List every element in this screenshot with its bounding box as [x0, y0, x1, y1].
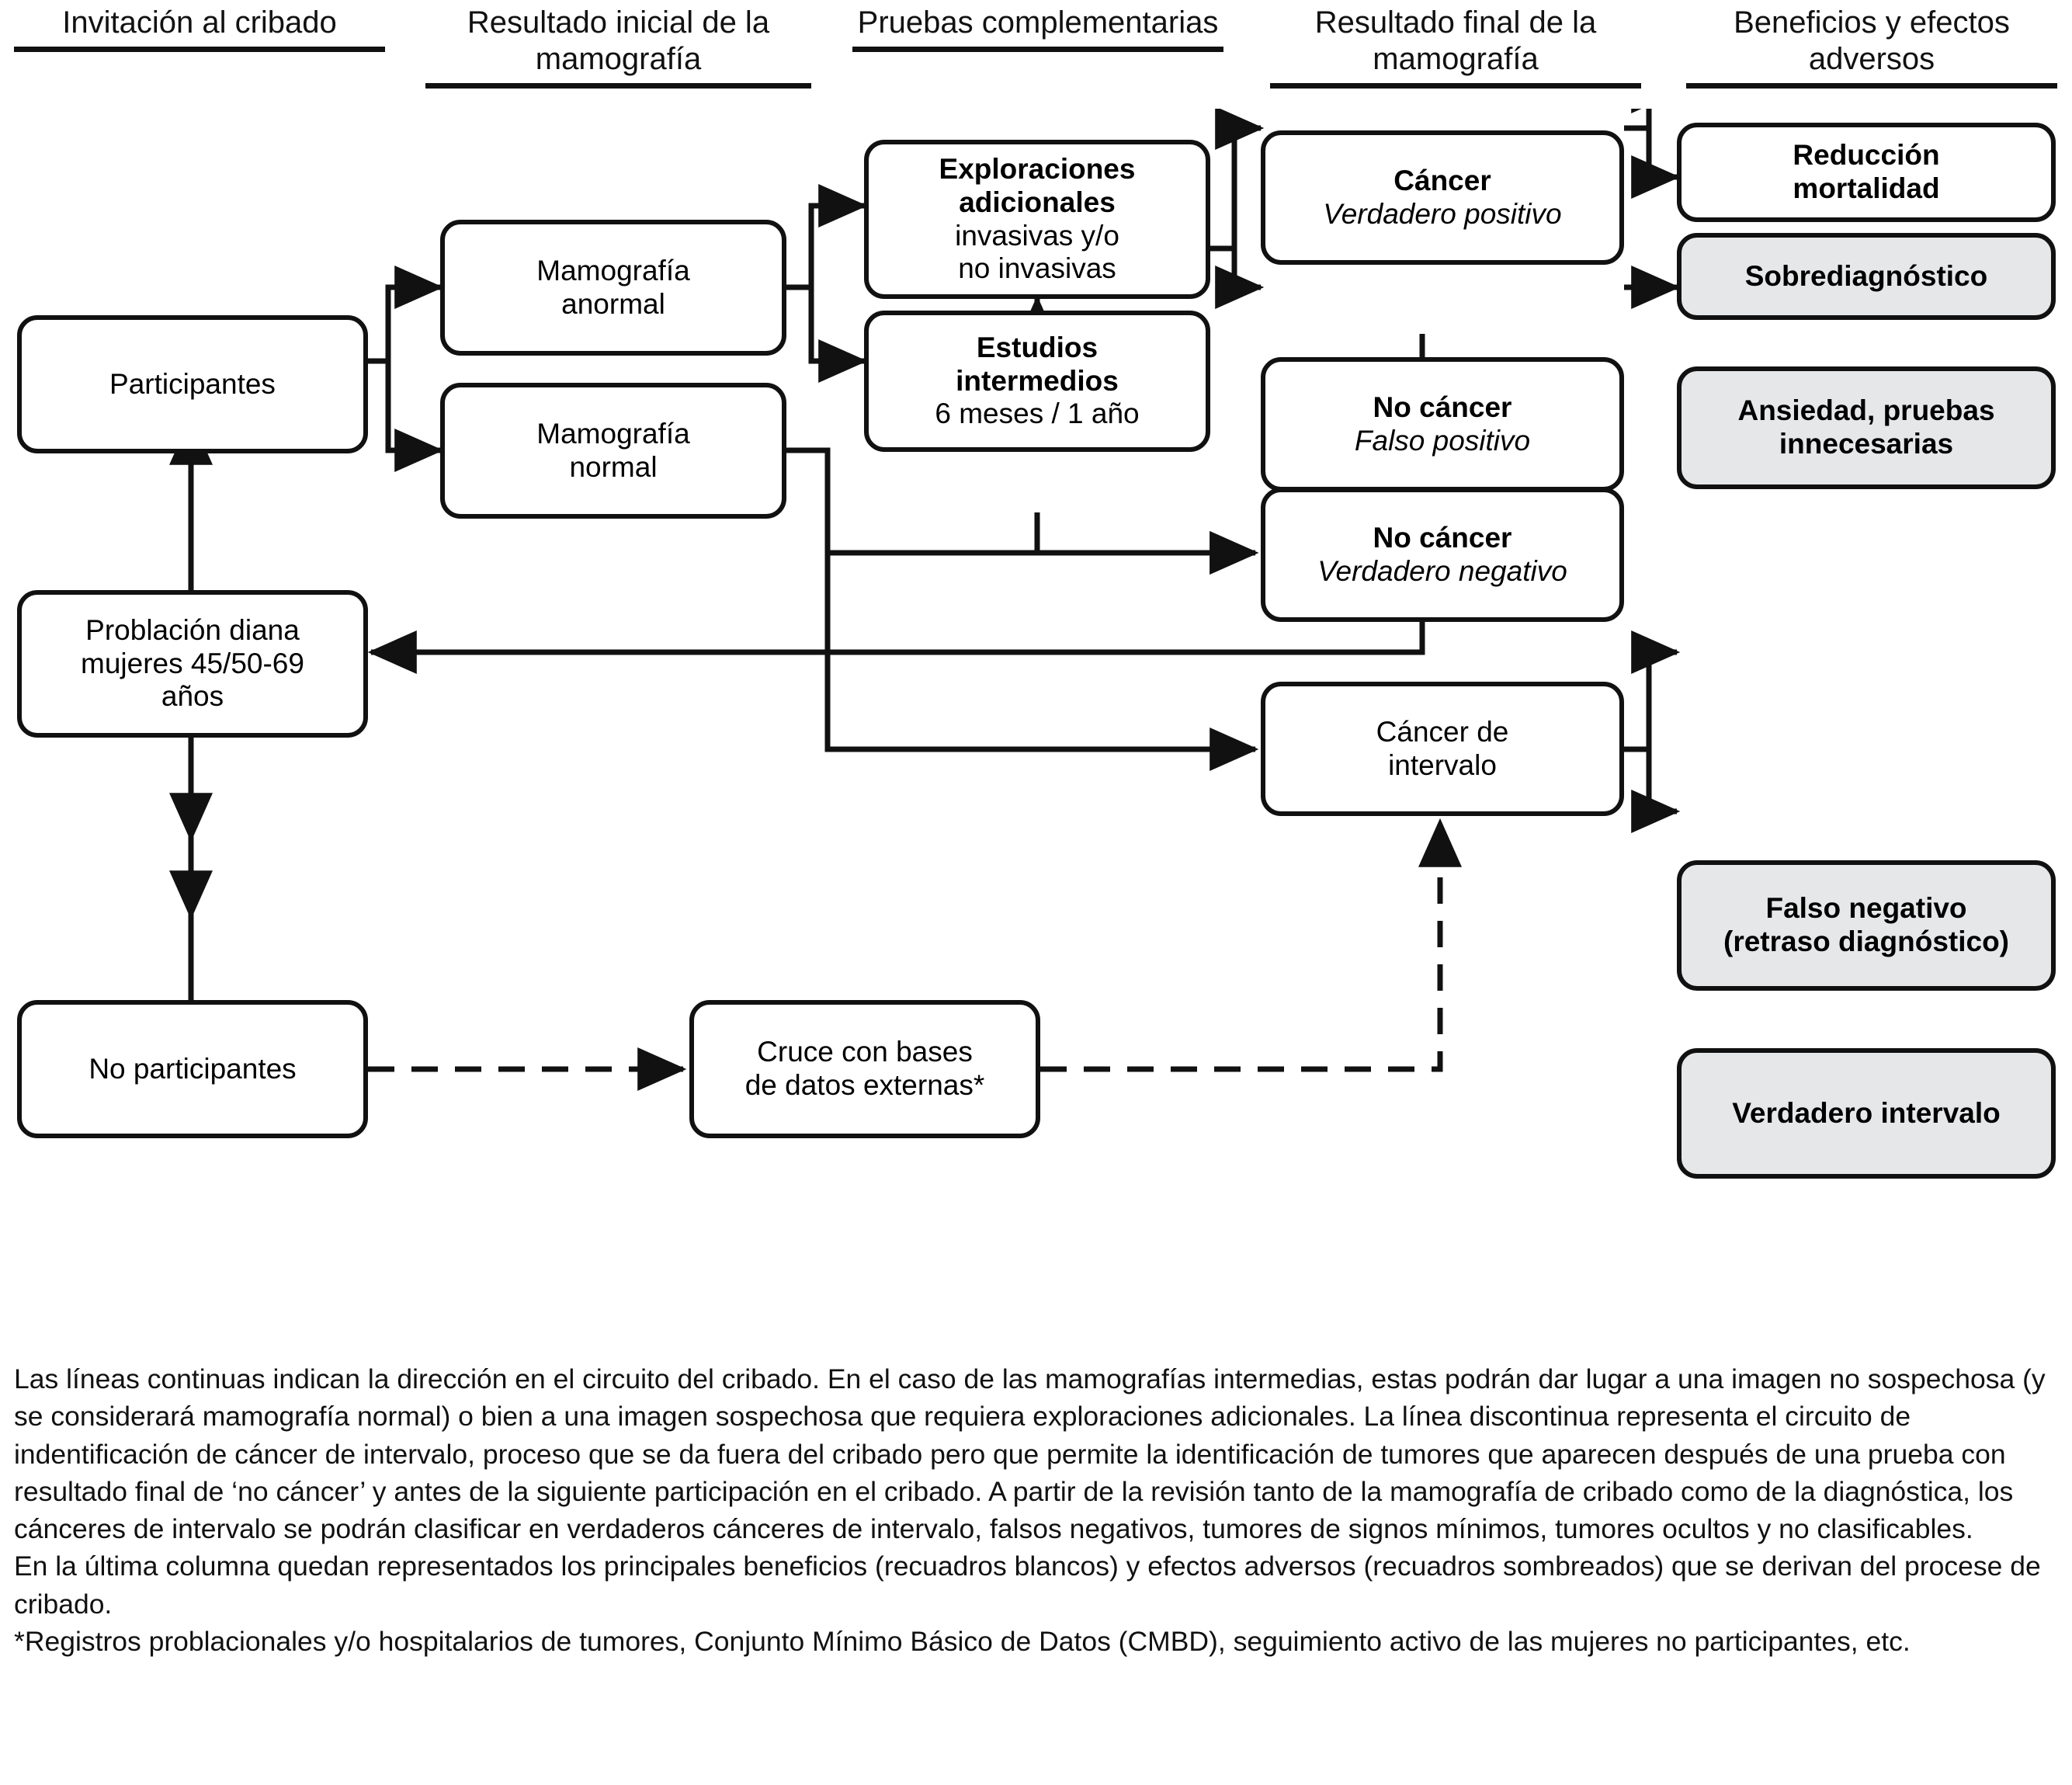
column-header-line1: Pruebas — [857, 5, 974, 40]
node-exploraciones-adicionales[interactable]: Exploraciones adicionales invasivas y/o … — [864, 140, 1210, 299]
node-ansiedad-pruebas-innecesarias[interactable]: Ansiedad, pruebas innecesarias — [1677, 366, 2056, 489]
edge-anormal-to-estudios — [786, 284, 868, 383]
node-line-1: No participantes — [89, 1052, 297, 1085]
node-line-1: Reducción — [1793, 139, 1940, 172]
node-cruce-bases-datos[interactable]: Cruce con bases de datos externas* — [689, 1000, 1040, 1138]
column-header-resultado-inicial: Resultado inicial de la mamografía — [425, 5, 811, 89]
column-header-rule — [1686, 83, 2057, 89]
node-line-1: No cáncer — [1373, 521, 1512, 554]
node-line-3: 6 meses / 1 año — [935, 398, 1140, 430]
caption-paragraph-3: *Registros problacionales y/o hospitalar… — [14, 1625, 1911, 1657]
node-line-1: Exploraciones — [939, 152, 1136, 185]
node-no-cancer-verdadero-negativo[interactable]: No cáncer Verdadero negativo — [1261, 488, 1624, 622]
node-line-4: no invasivas — [958, 252, 1116, 285]
node-line-1: Mamografía — [536, 254, 690, 287]
column-header-line2: efectos adversos — [1808, 5, 2010, 77]
node-line-1: Cruce con bases — [757, 1036, 973, 1068]
node-line-1: Problación diana — [85, 613, 300, 646]
node-cancer-verdadero-positivo[interactable]: Cáncer Verdadero positivo — [1261, 130, 1624, 265]
column-header-line1: Beneficios y — [1734, 5, 1901, 40]
column-header-rule — [852, 47, 1223, 53]
edge-normal-to-cancer-intervalo — [824, 553, 1259, 771]
edge-exploraciones-to-cancer-vp — [1210, 109, 1265, 252]
node-line-3: años — [161, 680, 224, 713]
node-no-cancer-falso-positivo[interactable]: No cáncer Falso positivo — [1261, 357, 1624, 491]
node-verdadero-intervalo[interactable]: Verdadero intervalo — [1677, 1048, 2056, 1179]
node-line-2: anormal — [561, 287, 665, 320]
edge-cruce-to-cancer-intervalo-dashed — [1040, 818, 1462, 1072]
node-line-2: innecesarias — [1779, 428, 1954, 460]
node-line-2: Falso positivo — [1354, 424, 1531, 457]
node-line-1: Participantes — [109, 367, 276, 400]
column-header-line1: Invitación al — [62, 5, 227, 40]
node-poblacion-diana[interactable]: Problación diana mujeres 45/50-69 años — [17, 590, 368, 738]
node-line-1: Verdadero intervalo — [1732, 1096, 2001, 1129]
column-header-resultado-final: Resultado final de la mamografía — [1270, 5, 1641, 89]
column-header-rule — [1270, 83, 1641, 89]
node-reduccion-mortalidad[interactable]: Reducción mortalidad — [1677, 123, 2056, 222]
column-header-line2: de la mamografía — [535, 5, 770, 77]
node-line-2: Verdadero negativo — [1317, 554, 1567, 587]
node-line-2: intervalo — [1388, 748, 1497, 781]
node-line-1: Falso negativo — [1765, 892, 1967, 925]
node-line-2: Verdadero positivo — [1323, 197, 1562, 230]
column-header-line2: de la mamografía — [1373, 5, 1597, 77]
node-line-2: (retraso diagnóstico) — [1723, 925, 2009, 957]
node-mamografia-anormal[interactable]: Mamografía anormal — [440, 220, 786, 356]
edge-cancer-intervalo-to-verdadero-intervalo — [1624, 746, 1681, 833]
column-header-beneficios: Beneficios y efectos adversos — [1686, 5, 2057, 89]
caption-paragraph-1: Las líneas continuas indican la direcció… — [14, 1363, 2046, 1545]
node-line-1: Mamografía — [536, 417, 690, 450]
edge-participantes-to-normal — [368, 358, 444, 472]
node-line-1: Estudios — [976, 331, 1098, 363]
edge-cancer-intervalo-to-falso-negativo — [1624, 630, 1681, 752]
node-cancer-intervalo[interactable]: Cáncer de intervalo — [1261, 682, 1624, 816]
node-no-participantes[interactable]: No participantes — [17, 1000, 368, 1138]
edge-exploraciones-to-no-cancer-fp — [1210, 245, 1265, 309]
node-mamografia-normal[interactable]: Mamografía normal — [440, 383, 786, 519]
node-line-2: mujeres 45/50-69 — [81, 647, 304, 679]
column-header-rule — [425, 83, 811, 89]
edge-estudios-to-verdadero-negativo — [1034, 512, 1259, 575]
edge-cancer-vp-to-reduccion — [1624, 109, 1681, 131]
node-line-1: Cáncer de — [1376, 715, 1509, 748]
node-line-1: Cáncer — [1393, 164, 1491, 196]
node-line-2: normal — [569, 450, 658, 483]
node-line-1: No cáncer — [1373, 391, 1512, 423]
column-header-invitacion: Invitación al cribado — [14, 5, 385, 53]
node-falso-negativo[interactable]: Falso negativo (retraso diagnóstico) — [1677, 860, 2056, 991]
column-header-pruebas: Pruebas complementarias — [852, 5, 1223, 53]
node-line-1: Sobrediagnóstico — [1744, 259, 1988, 292]
node-line-1: Ansiedad, pruebas — [1737, 394, 1995, 427]
node-estudios-intermedios[interactable]: Estudios intermedios 6 meses / 1 año — [864, 311, 1210, 452]
edge-participantes-to-anormal — [368, 266, 444, 364]
column-header-line2: complementarias — [981, 5, 1219, 40]
node-line-2: adicionales — [959, 186, 1116, 218]
figure-caption: Las líneas continuas indican la direcció… — [14, 1360, 2056, 1660]
column-header-line2: cribado — [234, 5, 337, 40]
node-line-2: intermedios — [956, 364, 1119, 397]
node-line-2: de datos externas* — [744, 1069, 985, 1101]
column-header-line1: Resultado inicial — [467, 5, 694, 40]
column-header-rule — [14, 47, 385, 53]
node-line-3: invasivas y/o — [955, 219, 1119, 252]
node-sobrediagnostico[interactable]: Sobrediagnóstico — [1677, 233, 2056, 320]
edge-anormal-to-exploraciones — [786, 184, 868, 290]
edge-normal-to-verdadero-negativo — [786, 447, 1259, 575]
node-line-2: mortalidad — [1793, 172, 1940, 204]
column-header-line1: Resultado final — [1314, 5, 1521, 40]
node-participantes[interactable]: Participantes — [17, 315, 368, 453]
edge-cancer-vp-to-sobrediagnostico — [1624, 125, 1681, 199]
caption-paragraph-2: En la última columna quedan representado… — [14, 1551, 2041, 1620]
